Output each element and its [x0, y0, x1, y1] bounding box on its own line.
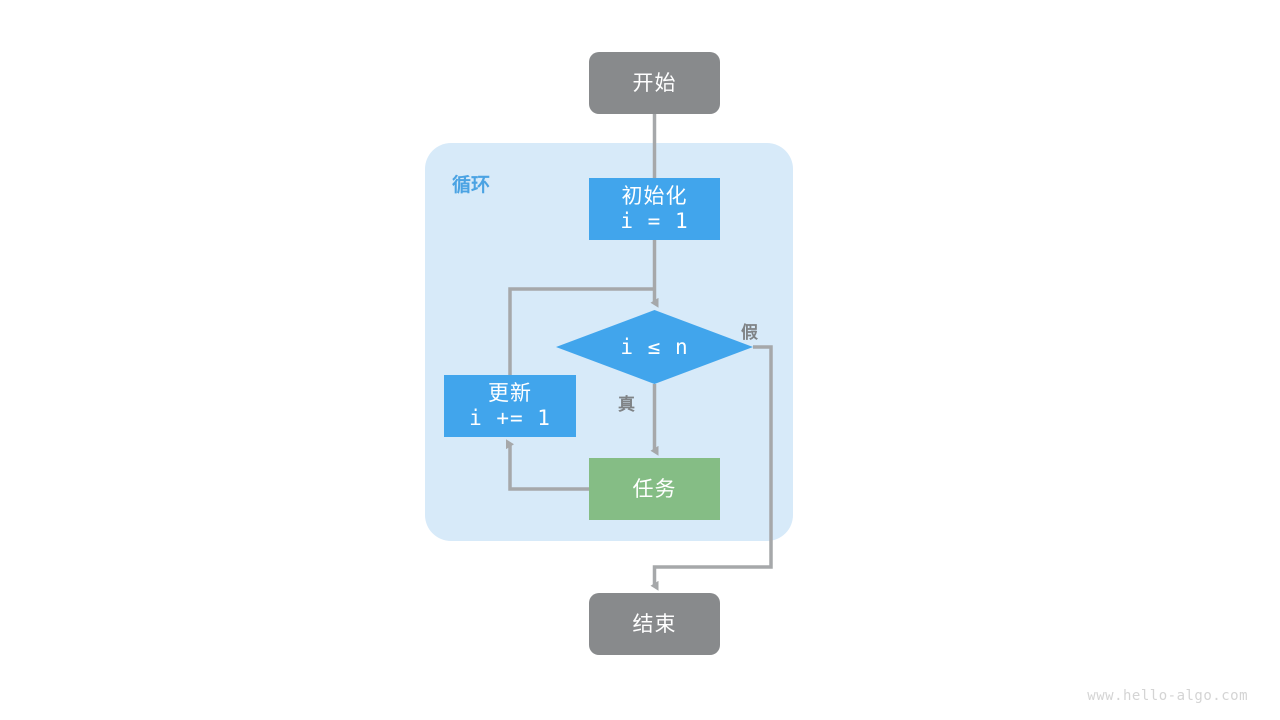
node-start-shape[interactable] [589, 52, 720, 114]
node-task-shape[interactable] [589, 458, 720, 520]
watermark: www.hello-algo.com [1087, 688, 1248, 704]
edge-update-to-condition [508, 287, 655, 375]
node-init-shape[interactable] [589, 178, 720, 240]
edge-task-to-update [506, 439, 589, 491]
edge-condition-false-to-end [650, 345, 773, 591]
node-end-shape[interactable] [589, 593, 720, 655]
node-update-shape[interactable] [444, 375, 576, 437]
node-condition-shape[interactable] [556, 310, 753, 384]
